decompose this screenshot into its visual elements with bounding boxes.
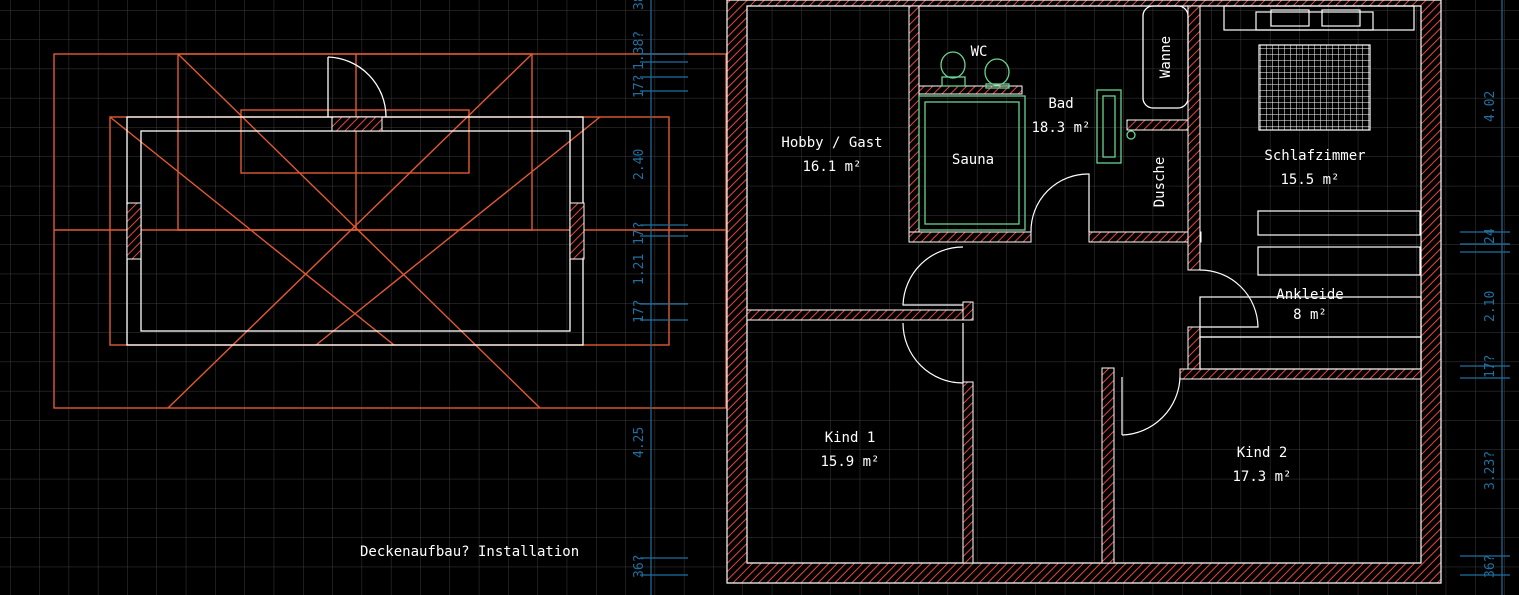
room-label-ankleide: Ankleide — [1276, 287, 1343, 303]
svg-text:2.40: 2.40 — [632, 149, 647, 180]
interior-walls — [746, 5, 1422, 564]
svg-text:24: 24 — [1483, 228, 1498, 244]
bathtub — [1142, 5, 1189, 109]
room-label-wc: WC — [971, 44, 988, 60]
room-label-sauna: Sauna — [952, 152, 994, 168]
dimension-line-right — [1460, 0, 1510, 595]
room-labels: Hobby / Gast 16.1 m² Bad 18.3 m² WC Saun… — [781, 36, 1365, 485]
room-label-hobby: Hobby / Gast — [781, 135, 882, 151]
bed — [1223, 5, 1415, 131]
svg-text:4.25: 4.25 — [632, 427, 647, 458]
room-area-schlafzimmer: 15.5 m² — [1280, 172, 1339, 188]
room-label-wanne: Wanne — [1158, 36, 1174, 78]
svg-text:17?: 17? — [632, 300, 647, 323]
svg-text:4.02: 4.02 — [1483, 91, 1498, 122]
svg-text:17?: 17? — [632, 75, 647, 98]
room-area-kind2: 17.3 m² — [1232, 469, 1291, 485]
dimension-labels-right: 4.02 24 2.10 17? 3.23? 36? — [1483, 91, 1498, 578]
svg-text:1.21: 1.21 — [632, 254, 647, 285]
doors — [902, 173, 1259, 436]
svg-text:36?: 36? — [1483, 555, 1498, 578]
svg-text:38?: 38? — [632, 0, 647, 10]
svg-text:17?: 17? — [632, 222, 647, 245]
roof-hatch-right — [569, 202, 585, 260]
room-label-dusche: Dusche — [1152, 157, 1168, 208]
note-text: Deckenaufbau? Installation — [360, 544, 579, 560]
roof-hatch-top — [331, 116, 383, 132]
svg-text:36?: 36? — [632, 555, 647, 578]
room-label-kind2: Kind 2 — [1237, 445, 1288, 461]
svg-text:2.10: 2.10 — [1483, 291, 1498, 322]
dimension-labels-left: 38? 1.38? 17? 2.40 17? 1.21 17? 4.25 36? — [632, 0, 647, 578]
svg-text:17?: 17? — [1483, 355, 1498, 378]
sanitary-fixtures — [918, 51, 1136, 231]
svg-text:3.23?: 3.23? — [1483, 451, 1498, 490]
room-area-kind1: 15.9 m² — [820, 454, 879, 470]
wardrobe-units — [1199, 210, 1422, 370]
room-label-kind1: Kind 1 — [825, 430, 876, 446]
svg-text:1.38?: 1.38? — [632, 31, 647, 70]
dimension-line-left — [640, 0, 688, 595]
room-label-bad: Bad — [1048, 96, 1073, 112]
room-area-hobby: 16.1 m² — [802, 159, 861, 175]
room-area-bad: 18.3 m² — [1031, 120, 1090, 136]
room-area-ankleide: 8 m² — [1293, 307, 1327, 323]
room-label-schlafzimmer: Schlafzimmer — [1264, 148, 1365, 164]
roof-hatch-left — [126, 202, 142, 260]
